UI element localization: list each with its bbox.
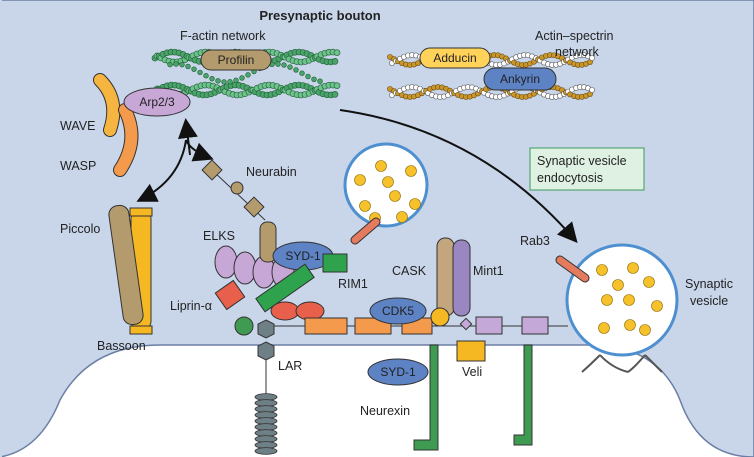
arrow-to-vesicle	[339, 109, 578, 244]
liprin-label: Liprin-α	[170, 299, 212, 313]
arp23-label: Arp2/3	[139, 95, 175, 109]
arrow-to-piccolo	[136, 139, 187, 202]
ankyrin-label: Ankyrin	[500, 72, 540, 86]
liprin-domain-1	[270, 301, 300, 321]
spectrin-label-1: Actin–spectrin	[535, 29, 614, 43]
elks-label: ELKS	[203, 229, 235, 243]
spectrin-label-2: network	[555, 45, 600, 59]
rim1-protein	[322, 253, 348, 273]
bassoon-label: Bassoon	[97, 339, 146, 353]
piccolo-label: Piccolo	[60, 222, 100, 236]
endocytosis-label-1: Synaptic vesicle	[537, 154, 627, 168]
rim-domain	[255, 263, 315, 313]
veli-label: Veli	[462, 365, 482, 379]
neurabin-protein	[201, 159, 266, 221]
mint1-label: Mint1	[473, 264, 504, 278]
arrow-to-arp23	[177, 118, 198, 156]
neurexin-label: Neurexin	[360, 404, 410, 418]
profilin-protein	[200, 49, 272, 71]
neurexin-1	[413, 344, 439, 451]
endocytosis-label-2: endocytosis	[537, 171, 603, 185]
violet-box-1	[475, 316, 503, 335]
lar-interactor	[234, 316, 254, 336]
f-actin-label: F-actin network	[180, 29, 266, 43]
liprin-protein	[214, 279, 246, 311]
neurabin-domain	[259, 221, 277, 263]
arp23-protein	[123, 87, 191, 117]
mint1-protein	[452, 239, 471, 317]
bouton-title: Presynaptic bouton	[259, 8, 380, 23]
lar-protein	[257, 319, 275, 395]
violet-box-2	[521, 316, 549, 335]
ankyrin-protein	[483, 67, 557, 91]
syd1-bottom-protein	[367, 358, 429, 386]
synaptic-vesicle	[565, 243, 679, 357]
arrow-to-neurabin	[185, 139, 214, 162]
cdk5-protein	[369, 297, 427, 325]
cask-label: CASK	[392, 264, 427, 278]
rab3-label: Rab3	[520, 234, 550, 248]
profilin-label: Profilin	[218, 53, 255, 67]
syd1-bottom-label: SYD-1	[380, 365, 416, 379]
rim1-label: RIM1	[338, 277, 368, 291]
neurabin-label: Neurabin	[246, 165, 297, 179]
vesicle-label-1: Synaptic	[685, 277, 733, 291]
lar-label: LAR	[278, 359, 302, 373]
neurexin-2	[513, 344, 533, 446]
vesicle-label-2: vesicle	[690, 294, 728, 308]
syd1-top-label: SYD-1	[285, 249, 321, 263]
liprin-domain-2	[295, 301, 325, 321]
wasp-label: WASP	[60, 159, 96, 173]
lar-ig-domains	[254, 393, 278, 455]
veli-protein	[456, 340, 486, 362]
adducin-protein	[419, 47, 491, 69]
piccolo-protein	[108, 204, 144, 326]
orange-box-1	[304, 317, 348, 335]
wave-label: WAVE	[60, 119, 95, 133]
vesicle-contents-right	[596, 262, 663, 336]
cask-protein	[436, 237, 455, 317]
fusion-pore	[581, 354, 663, 373]
mint1-domain	[459, 317, 473, 331]
cask-pdz	[430, 307, 450, 327]
endocytosis-box	[529, 147, 645, 191]
cdk5-label: CDK5	[382, 304, 414, 318]
adducin-label: Adducin	[433, 51, 476, 65]
